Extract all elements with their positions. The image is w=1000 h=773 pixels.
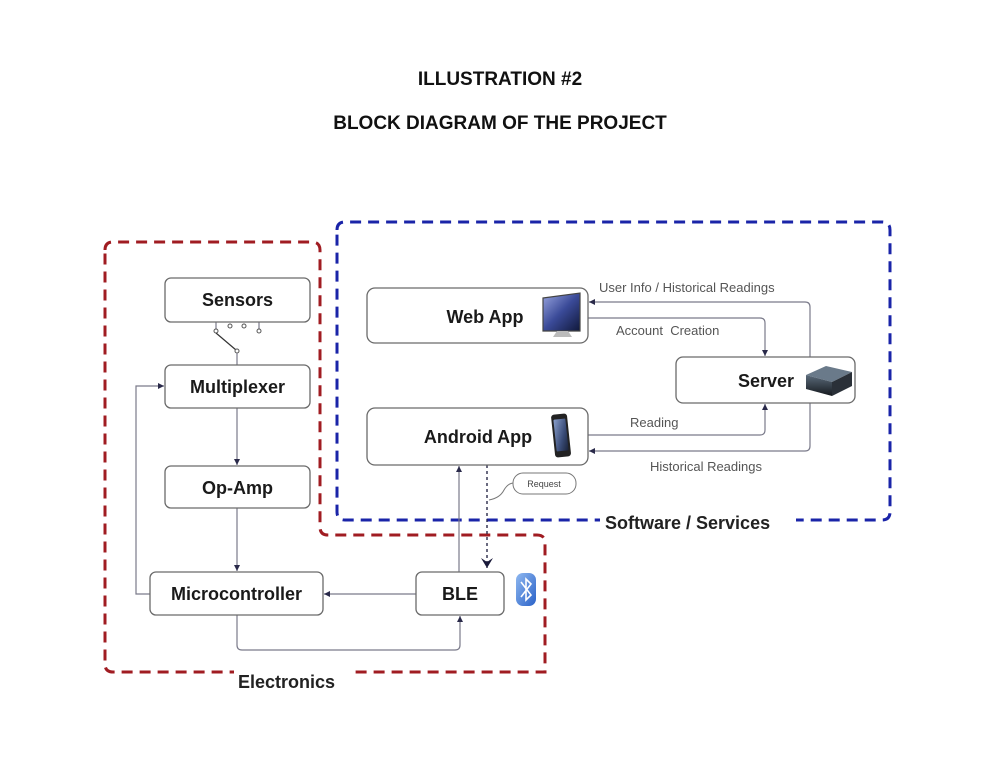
microcontroller-block[interactable]: Microcontroller (149, 571, 324, 616)
android-app-label: Android App (424, 427, 532, 447)
android-app-block[interactable]: Android App (366, 407, 589, 466)
smartphone-icon (551, 413, 571, 458)
edge-label-reading: Reading (630, 415, 678, 430)
request-label: Request (527, 479, 561, 489)
server-to-android-connector (589, 403, 811, 454)
ble-label: BLE (442, 584, 478, 604)
webapp-to-server-connector (588, 317, 768, 356)
multiplexer-block[interactable]: Multiplexer (164, 364, 311, 409)
webapp-label: Web App (447, 307, 524, 327)
sensors-label: Sensors (202, 290, 273, 310)
electronics-group-label: Electronics (238, 672, 335, 692)
request-callout-tail (488, 482, 515, 501)
opamp-label: Op-Amp (202, 478, 273, 498)
opamp-block[interactable]: Op-Amp (164, 465, 311, 509)
sensors-block[interactable]: Sensors (164, 277, 311, 323)
illustration-number: ILLUSTRATION #2 (417, 69, 583, 90)
server-label: Server (738, 371, 794, 391)
multiplexer-label: Multiplexer (190, 377, 285, 397)
mcu-to-ble-connector (236, 615, 463, 651)
software-group-border (335, 220, 892, 522)
request-callout (512, 472, 577, 495)
server-icon (806, 366, 852, 396)
software-group-label: Software / Services (605, 513, 770, 533)
server-block[interactable]: Server (675, 356, 856, 404)
android-to-server-connector (588, 404, 768, 436)
mcu-to-mux-feedback-connector (135, 383, 164, 595)
bluetooth-icon (516, 573, 536, 606)
edge-label-account-creation: Account Creation (616, 323, 719, 338)
ble-block[interactable]: BLE (415, 571, 505, 616)
edge-label-historical-readings: Historical Readings (650, 459, 762, 474)
diagram-title: BLOCK DIAGRAM OF THE PROJECT (333, 113, 667, 134)
electronics-group-border (103, 240, 547, 674)
monitor-icon (542, 292, 581, 337)
webapp-block[interactable]: Web App (366, 287, 589, 344)
server-to-webapp-connector (589, 299, 811, 357)
edge-label-user-info: User Info / Historical Readings (599, 280, 775, 295)
sensor-switch (213, 322, 262, 365)
microcontroller-label: Microcontroller (171, 584, 302, 604)
